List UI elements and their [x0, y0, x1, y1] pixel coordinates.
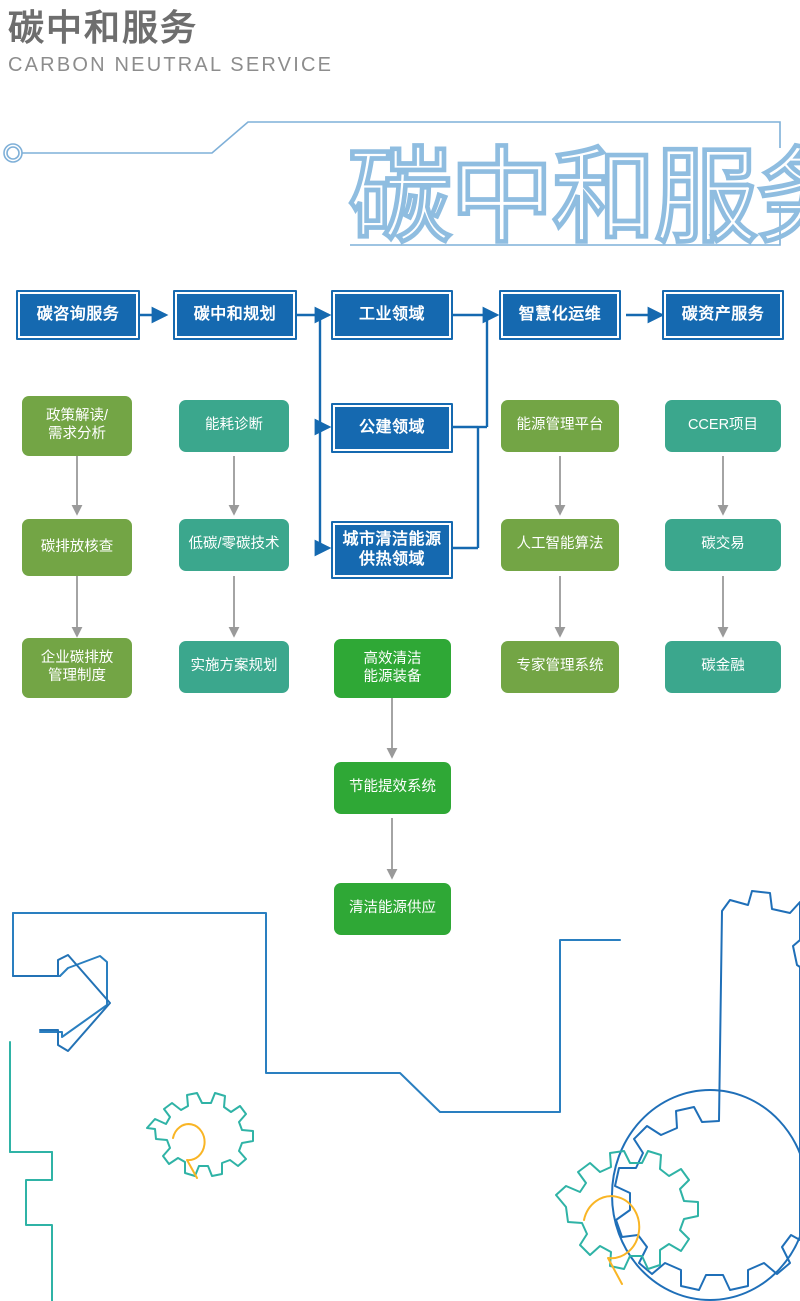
flow-head-carbon-asset-service[interactable]: 碳资产服务: [662, 290, 784, 340]
decorative-band: 碳中和服务: [0, 105, 800, 270]
gear-small-icon: [146, 1092, 254, 1177]
bottom-decoration: [0, 880, 800, 1301]
flow-node-ai-algorithm[interactable]: 人工智能算法: [501, 519, 619, 571]
flow-head-carbon-neutral-planning[interactable]: 碳中和规划: [173, 290, 297, 340]
flow-node-efficiency-system[interactable]: 节能提效系统: [334, 762, 451, 814]
flow-node-implementation-plan[interactable]: 实施方案规划: [179, 641, 289, 693]
flow-node-carbon-trading[interactable]: 碳交易: [665, 519, 781, 571]
flow-node-energy-audit[interactable]: 能耗诊断: [179, 400, 289, 452]
flow-head-carbon-consulting[interactable]: 碳咨询服务: [16, 290, 140, 340]
orange-ring-left-icon: [172, 1123, 206, 1179]
gear-medium-icon: [555, 1150, 699, 1270]
page-subtitle: CARBON NEUTRAL SERVICE: [8, 54, 334, 76]
page-title: 碳中和服务: [8, 7, 199, 48]
flow-node-ccer-project[interactable]: CCER项目: [665, 400, 781, 452]
decor-outline-text: 碳中和服务: [348, 140, 800, 256]
flow-head-industrial-field[interactable]: 工业领域: [331, 290, 453, 340]
flow-node-emission-management-system[interactable]: 企业碳排放 管理制度: [22, 638, 132, 698]
flow-head-urban-clean-heating-field[interactable]: 城市清洁能源 供热领域: [331, 521, 453, 579]
flow-node-carbon-finance[interactable]: 碳金融: [665, 641, 781, 693]
circuit-path-left: [12, 912, 621, 1113]
circuit-path-teal: [9, 1041, 53, 1301]
gear-large-icon: [611, 890, 800, 1301]
page-header: 碳中和服务 CARBON NEUTRAL SERVICE: [8, 6, 333, 78]
flow-node-energy-management-platform[interactable]: 能源管理平台: [501, 400, 619, 452]
flow-node-expert-management-system[interactable]: 专家管理系统: [501, 641, 619, 693]
flow-node-clean-energy-supply[interactable]: 清洁能源供应: [334, 883, 451, 935]
flow-node-emission-verification[interactable]: 碳排放核查: [22, 519, 132, 576]
flow-node-clean-energy-equipment[interactable]: 高效清洁 能源装备: [334, 639, 451, 698]
arrow-outline-icon: [12, 954, 111, 1052]
flow-head-smart-operations[interactable]: 智慧化运维: [499, 290, 621, 340]
flow-head-public-building-field[interactable]: 公建领域: [331, 403, 453, 453]
orange-ring-right-icon: [583, 1195, 641, 1285]
flow-node-policy-analysis[interactable]: 政策解读/ 需求分析: [22, 396, 132, 456]
flow-node-low-zero-carbon-tech[interactable]: 低碳/零碳技术: [179, 519, 289, 571]
